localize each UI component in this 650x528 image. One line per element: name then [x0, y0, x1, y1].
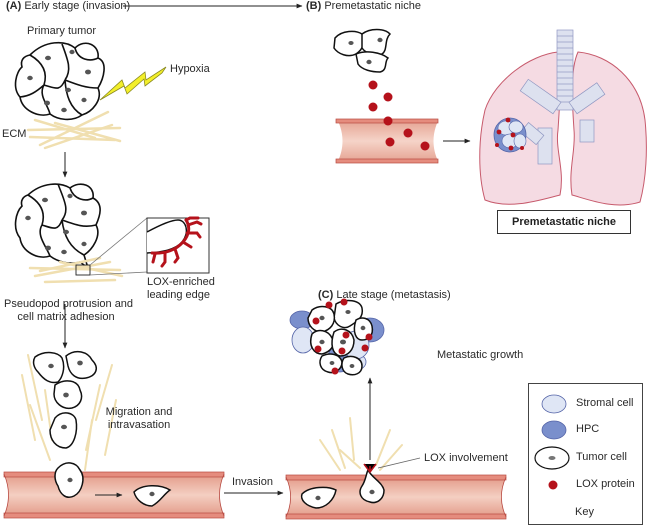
circulating-tumor-cell-cluster: [333, 28, 392, 73]
hypoxia-bolt-icon: [99, 66, 167, 101]
tumor-with-pseudopod: [14, 183, 101, 271]
trachea: [519, 29, 606, 165]
metastatic-growth-cluster: [289, 298, 385, 376]
hypoxia-label: Hypoxia: [170, 63, 210, 75]
primary-tumor: [14, 41, 105, 121]
key-icons: [534, 394, 570, 490]
panel-b-title: (B) Premetastatic niche: [306, 0, 421, 13]
ecm-label: ECM: [2, 128, 27, 140]
migration-line1: Migration and: [105, 406, 173, 418]
blood-vessel-2: [285, 474, 507, 520]
extravasation-fibers: [319, 417, 403, 471]
stromal-cell-icon: [541, 394, 567, 414]
premetastatic-niche-cluster: [493, 117, 527, 153]
key-item-hpc: HPC: [576, 423, 600, 435]
key-item-stromal-cell: Stromal cell: [576, 397, 634, 409]
migration-line2: intravasation: [107, 419, 171, 431]
key-legend: Stromal cell HPC Tumor cell LOX protein …: [528, 383, 643, 525]
lox-enriched-line2: leading edge: [147, 289, 211, 301]
key-item-lox-protein: LOX protein: [576, 478, 635, 490]
hpc-icon: [541, 420, 567, 440]
panel-a-title: (A) Early stage (invasion): [6, 0, 130, 13]
lox-leading-edge-inset: [146, 216, 210, 274]
lungs-illustration: [479, 29, 647, 206]
lox-protein-icon: [548, 480, 558, 490]
lox-involvement-label: LOX involvement: [424, 452, 508, 464]
migrating-tumor-cells: [32, 350, 97, 449]
ecm-fibers-2: [28, 256, 124, 284]
lox-involvement-marker: [363, 463, 377, 474]
panel-b-title-text: Premetastatic niche: [324, 0, 421, 12]
primary-tumor-label: Primary tumor: [27, 25, 97, 37]
lox-enriched-line1: LOX-enriched: [147, 276, 215, 288]
panel-a-title-text: Early stage (invasion): [24, 0, 131, 12]
panel-c-title-text: Late stage (metastasis): [336, 289, 451, 301]
invasion-label: Invasion: [232, 476, 273, 488]
tumor-cell-icon: [534, 446, 570, 470]
metastatic-growth-label: Metastatic growth: [437, 349, 524, 361]
key-item-tumor-cell: Tumor cell: [576, 451, 627, 463]
ecm-fibers: [26, 110, 122, 150]
pseudopod-line2: cell matrix adhesion: [17, 311, 115, 323]
panel-c-title: (C) Late stage (metastasis): [318, 289, 451, 302]
key-title: Key: [575, 506, 594, 518]
panel-c-letter: (C): [318, 289, 334, 301]
premetastatic-niche-box: Premetastatic niche: [497, 210, 631, 234]
migration-fibers: [21, 354, 117, 471]
extravasating-tumor-cell: [359, 468, 385, 504]
pseudopod-line1: Pseudopod protrusion and: [4, 298, 134, 310]
zoom-region-marker: [75, 264, 91, 276]
panel-b-letter: (B): [306, 0, 322, 12]
panel-a-letter: (A): [6, 0, 22, 12]
